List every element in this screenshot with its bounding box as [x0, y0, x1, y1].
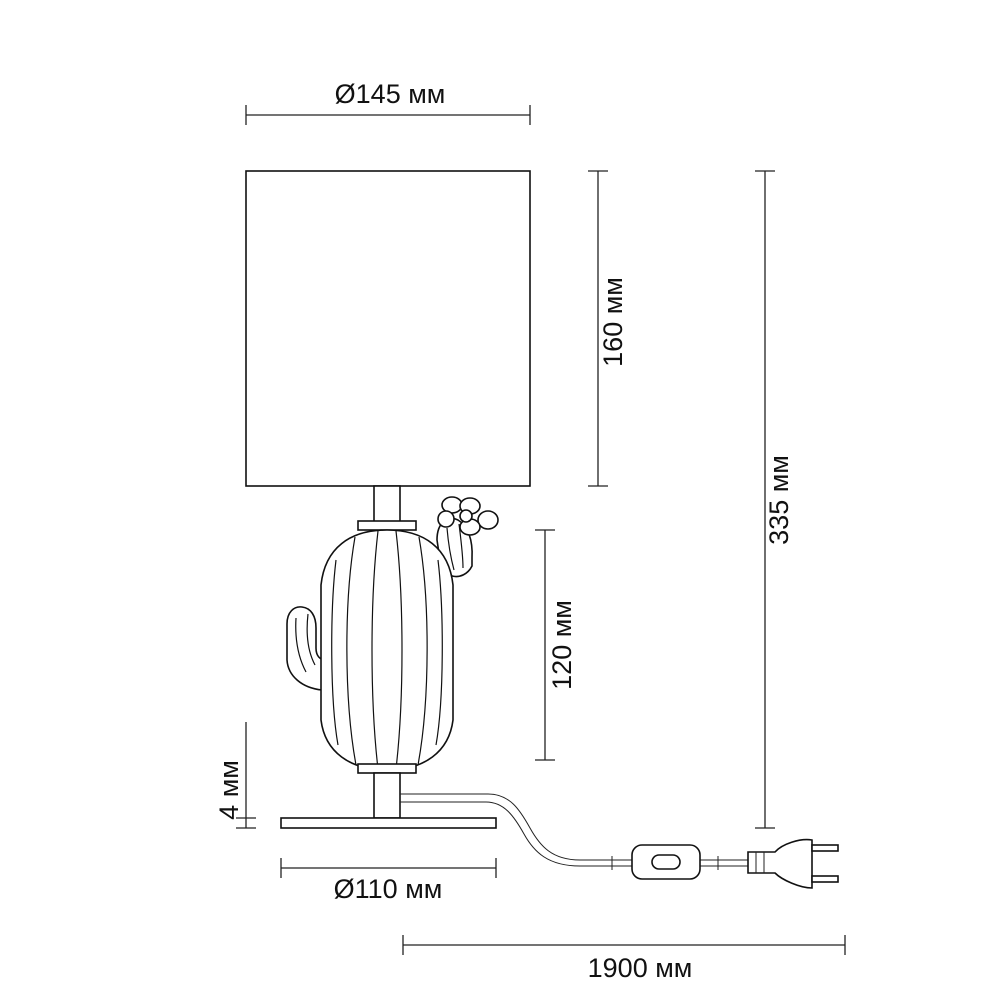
power-plug-icon	[747, 838, 839, 889]
shade-height-label: 160 мм	[598, 277, 628, 367]
cactus-flower-icon	[437, 496, 499, 536]
lamp-shade	[245, 170, 531, 487]
base-thickness-label: 4 мм	[214, 760, 244, 820]
lamp-base	[280, 817, 497, 829]
power-cord	[400, 793, 750, 870]
base-thickness-dimension: 4 мм	[214, 722, 256, 829]
shade-diameter-dimension: Ø145 мм	[245, 79, 531, 125]
body-height-label: 120 мм	[547, 600, 577, 690]
inline-switch	[631, 844, 701, 880]
shade-diameter-label: Ø145 мм	[335, 79, 446, 109]
base-diameter-label: Ø110 мм	[334, 874, 443, 904]
lower-collar	[357, 763, 417, 774]
total-height-dimension: 335 мм	[755, 170, 794, 829]
cactus-body	[320, 529, 454, 771]
lower-stem	[373, 772, 401, 819]
total-height-label: 335 мм	[764, 455, 794, 545]
base-diameter-dimension: Ø110 мм	[280, 858, 497, 904]
shade-height-dimension: 160 мм	[588, 170, 628, 487]
cactus-left-arm	[286, 606, 327, 691]
cord-length-label: 1900 мм	[588, 953, 693, 983]
switch-button	[651, 854, 681, 870]
upper-stem	[373, 485, 401, 527]
body-height-dimension: 120 мм	[535, 529, 577, 761]
cord-length-dimension: 1900 мм	[402, 935, 846, 983]
upper-collar	[357, 520, 417, 531]
